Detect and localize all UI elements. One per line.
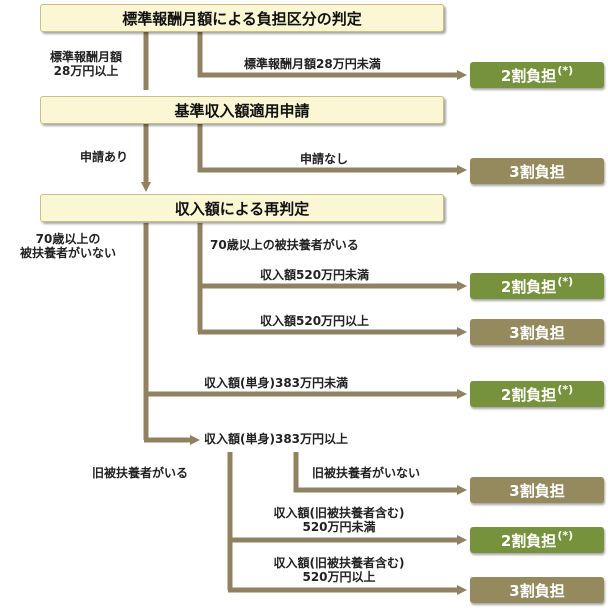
label-383above: 収入額(単身)383万円以上 xyxy=(204,432,349,446)
label-old-exists: 旧被扶養者がいる xyxy=(92,466,189,480)
label-incl-below-line2: 520万円未満 xyxy=(302,520,376,534)
label-28below: 標準報酬月額28万円未満 xyxy=(244,57,381,71)
result-3wari-520above: 3割負担 xyxy=(470,319,604,345)
label-70none-line2: 被扶養者がいない xyxy=(19,246,116,260)
label-520above: 収入額520万円以上 xyxy=(260,314,370,328)
label-incl-above-line2: 520万円以上 xyxy=(302,570,376,584)
result-text: 3割負担 xyxy=(509,581,565,600)
label-28above-line2: 28万円以上 xyxy=(53,64,119,78)
label-28above: 標準報酬月額 28万円以上 xyxy=(36,50,136,78)
result-text: 3割負担 xyxy=(509,481,565,500)
label-28above-line1: 標準報酬月額 xyxy=(49,50,122,64)
result-asterisk: (*) xyxy=(557,382,574,396)
result-3wari-old-none: 3割負担 xyxy=(470,477,604,503)
label-70none: 70歳以上の 被扶養者がいない xyxy=(8,232,128,260)
result-2wari-28below: 2割負担(*) xyxy=(470,62,604,88)
label-incl-above: 収入額(旧被扶養者含む) 520万円以上 xyxy=(234,556,444,584)
header-income-rejudge: 収入額による再判定 xyxy=(40,194,444,222)
result-text: 3割負担 xyxy=(509,162,565,181)
label-383below: 収入額(単身)383万円未満 xyxy=(204,376,349,390)
result-3wari-incl-above: 3割負担 xyxy=(470,577,604,603)
result-text: 2割負担 xyxy=(500,66,557,85)
result-2wari-520below: 2割負担(*) xyxy=(470,273,604,299)
arrow-old-none xyxy=(293,452,467,495)
label-apply-yes: 申請あり xyxy=(80,150,129,164)
result-text: 2割負担 xyxy=(500,385,557,404)
result-asterisk: (*) xyxy=(557,274,574,288)
label-70exists: 70歳以上の被扶養者がいる xyxy=(210,238,359,252)
result-asterisk: (*) xyxy=(557,528,574,542)
label-old-none: 旧被扶養者がいない xyxy=(312,466,421,480)
result-3wari-apply-no: 3割負担 xyxy=(470,158,604,184)
arrow-apply-no xyxy=(197,123,467,175)
arrow-28below xyxy=(197,30,467,80)
label-520below: 収入額520万円未満 xyxy=(260,268,370,282)
result-asterisk: (*) xyxy=(557,63,574,77)
label-incl-below-line1: 収入額(旧被扶養者含む) xyxy=(273,506,405,520)
header-income-application: 基準収入額適用申請 xyxy=(40,96,444,124)
header-standard-monthly: 標準報酬月額による負担区分の判定 xyxy=(40,4,444,32)
result-text: 2割負担 xyxy=(500,531,557,550)
result-2wari-incl-below: 2割負担(*) xyxy=(470,527,604,553)
label-incl-below: 収入額(旧被扶養者含む) 520万円未満 xyxy=(234,506,444,534)
label-incl-above-line1: 収入額(旧被扶養者含む) xyxy=(273,556,405,570)
result-2wari-383below: 2割負担(*) xyxy=(470,381,604,407)
result-text: 3割負担 xyxy=(509,323,565,342)
label-70none-line1: 70歳以上の xyxy=(35,232,101,246)
label-apply-no: 申請なし xyxy=(300,152,349,166)
result-text: 2割負担 xyxy=(500,277,557,296)
